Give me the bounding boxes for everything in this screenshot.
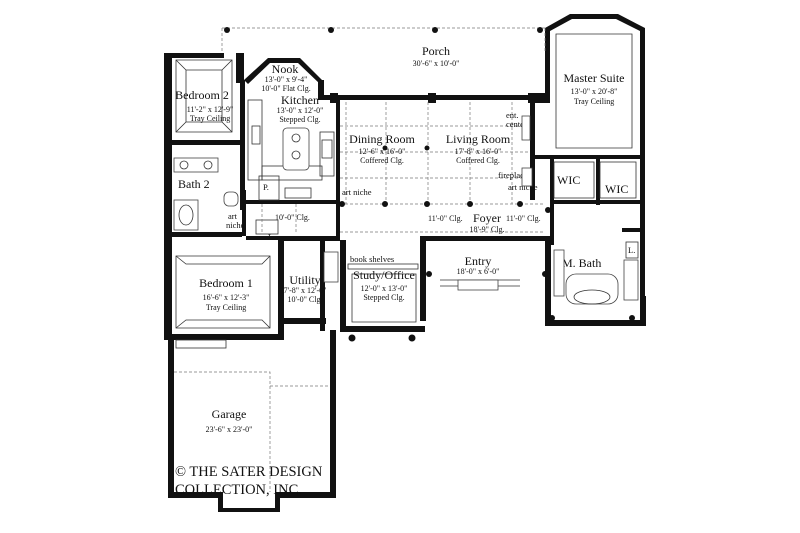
garage: Garage 23'-6" x 23'-0" bbox=[174, 339, 330, 492]
bath-2: Bath 2 art niche bbox=[173, 157, 245, 231]
master-name: Master Suite bbox=[564, 71, 625, 85]
mbath-name: M. Bath bbox=[562, 256, 601, 270]
kitchen-note: Stepped Clg. bbox=[279, 115, 320, 124]
kitchen-area: Nook 13'-0" x 9'-4" 10'-0" Flat Clg. Kit… bbox=[247, 62, 372, 201]
nook-name: Nook bbox=[272, 62, 299, 76]
utility: Utility 7'-8" x 12'-0" 10'-0" Clg. bbox=[284, 251, 339, 304]
ent-center-line1: ent. bbox=[506, 110, 519, 120]
art-niche-kitchen: art niche bbox=[342, 187, 372, 197]
bedroom2-dim: 11'-2" x 12'-9" bbox=[187, 105, 233, 114]
bedroom1-note: Tray Ceiling bbox=[206, 303, 246, 312]
linen-left-label: L. bbox=[268, 232, 275, 242]
nook-note: 10'-0" Flat Clg. bbox=[261, 84, 310, 93]
bath2-name: Bath 2 bbox=[178, 177, 210, 191]
art-niche-living: art niche bbox=[508, 182, 538, 192]
dining-name: Dining Room bbox=[349, 132, 415, 146]
foyer-right-clg: 11'-0" Clg. bbox=[506, 214, 541, 223]
porch: Porch 30'-6" x 10'-0" bbox=[221, 27, 546, 103]
foyer-left-clg: 11'-0" Clg. bbox=[428, 214, 463, 223]
bedroom-2: Bedroom 2 11'-2" x 12'-9" Tray Ceiling bbox=[175, 59, 233, 133]
master-dim: 13'-0" x 20'-8" bbox=[571, 87, 618, 96]
hall: 10'-0" Clg. L. bbox=[255, 204, 310, 242]
bedroom2-note: Tray Ceiling bbox=[190, 114, 230, 123]
interior-walls bbox=[172, 80, 640, 245]
study-name: Study/Office bbox=[353, 268, 415, 282]
hall-clg: 10'-0" Clg. bbox=[275, 213, 310, 222]
dining-living: Dining Room 12'-6" x 16'-0" Coffered Clg… bbox=[339, 102, 545, 233]
living-dim: 17'-8" x 16'-0" bbox=[455, 147, 502, 156]
entry-name: Entry bbox=[465, 254, 492, 268]
copyright-line2: COLLECTION, INC. bbox=[175, 482, 302, 498]
utility-name: Utility bbox=[289, 273, 320, 287]
dining-note: Coffered Clg. bbox=[360, 156, 404, 165]
wic-right-label: WIC bbox=[605, 182, 628, 196]
ent-center-line2: center bbox=[506, 119, 527, 129]
entry-dim: 18'-0" x 6'-0" bbox=[457, 267, 500, 276]
bedroom-1: Bedroom 1 16'-6" x 12'-3" Tray Ceiling bbox=[175, 255, 271, 329]
master-bath: M. Bath L. bbox=[549, 241, 639, 321]
garage-name: Garage bbox=[212, 407, 247, 421]
dining-dim: 12'-6" x 16'-0" bbox=[359, 147, 406, 156]
study-dim: 12'-0" x 13'-0" bbox=[361, 284, 408, 293]
pantry-label: P. bbox=[263, 182, 269, 192]
foyer-entry: 11'-0" Clg. Foyer 11'-0" Clg. 18'-9" Clg… bbox=[426, 207, 551, 291]
linen-right-label: L. bbox=[628, 245, 635, 255]
bedroom1-name: Bedroom 1 bbox=[199, 276, 253, 290]
living-note: Coffered Clg. bbox=[456, 156, 500, 165]
porch-dim: 30'-6" x 10'-0" bbox=[413, 59, 460, 68]
wic-left-label: WIC bbox=[557, 173, 580, 187]
study-office: book shelves Study/Office 12'-0" x 13'-0… bbox=[347, 254, 419, 342]
bedroom1-dim: 16'-6" x 12'-3" bbox=[203, 293, 250, 302]
garage-dim: 23'-6" x 23'-0" bbox=[206, 425, 253, 434]
kitchen-name: Kitchen bbox=[281, 93, 319, 107]
art-niche-bath-line2: niche bbox=[226, 220, 245, 230]
utility-note: 10'-0" Clg. bbox=[288, 295, 323, 304]
kitchen-dim: 13'-0" x 12'-0" bbox=[277, 106, 324, 115]
fireplace-label: fireplace bbox=[498, 170, 528, 180]
master-note: Tray Ceiling bbox=[574, 97, 614, 106]
foyer-note: 18'-9" Clg. bbox=[470, 225, 505, 234]
bedroom2-name: Bedroom 2 bbox=[175, 88, 229, 102]
porch-name: Porch bbox=[422, 44, 450, 58]
study-note: Stepped Clg. bbox=[363, 293, 404, 302]
master-suite: Master Suite 13'-0" x 20'-8" Tray Ceilin… bbox=[553, 33, 637, 199]
copyright-block: © THE SATER DESIGN COLLECTION, INC. bbox=[175, 464, 323, 498]
utility-dim: 7'-8" x 12'-0" bbox=[284, 286, 327, 295]
book-shelves-label: book shelves bbox=[350, 254, 394, 264]
art-niche-bath-line1: art bbox=[228, 211, 238, 221]
living-name: Living Room bbox=[446, 132, 511, 146]
foyer-name: Foyer bbox=[473, 211, 501, 225]
nook-dim: 13'-0" x 9'-4" bbox=[265, 75, 308, 84]
copyright-line1: © THE SATER DESIGN bbox=[175, 464, 323, 480]
